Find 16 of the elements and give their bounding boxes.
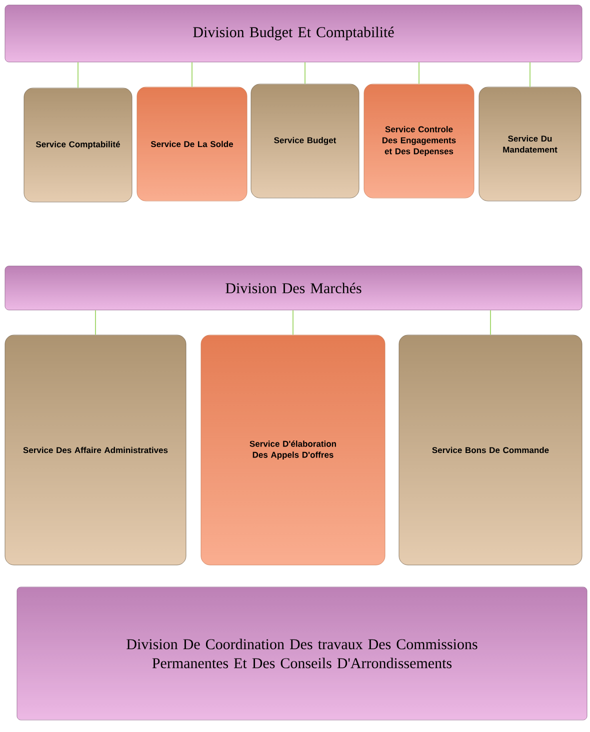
connector-line [95,310,96,336]
connector-line [304,62,306,84]
service-box: Service De La Solde [136,86,248,202]
service-box: Service Budget [250,84,360,198]
connector-line [418,62,420,84]
division-box: Division De Coordination Des travaux Des Commissions Permanentes Et Des Conseils D'Arrondissements [16,586,588,720]
connector-line [490,310,491,336]
service-box: Service Des Affaire Administratives [4,334,186,566]
service-box: Service Comptabilité [24,88,132,202]
division-box: Division Budget Et Comptabilité [4,4,582,62]
service-box: Service Controle Des Engagements et Des Depenses [364,84,474,198]
service-box: Service Du Mandatement [478,86,582,202]
division-box: Division Des Marchés [4,266,582,310]
service-box: Service Bons De Commande [398,334,582,566]
connector-line [292,310,294,336]
service-box: Service D'élaboration Des Appels D'offres [200,334,386,566]
